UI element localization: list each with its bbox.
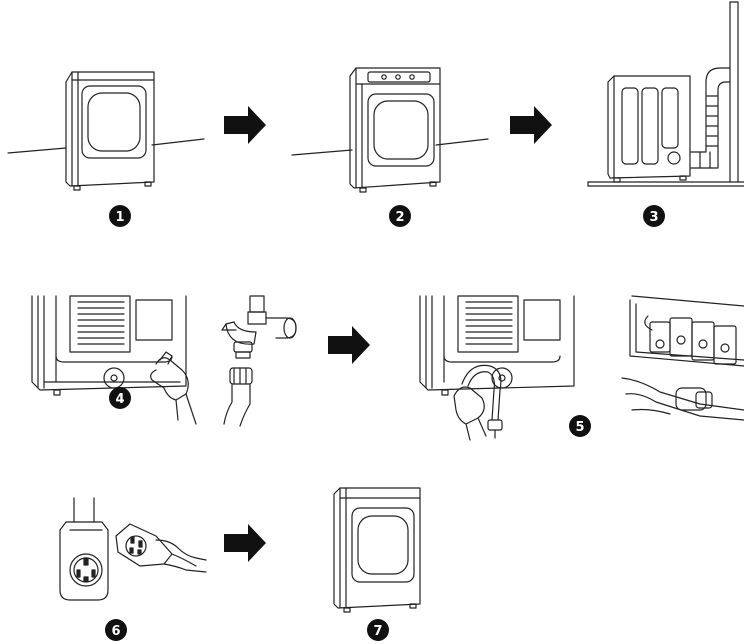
step-4-dryer-rear-illustration (31, 295, 197, 425)
step-4-faucet-hose-illustration (221, 295, 297, 427)
step-badge-1: 1 (109, 205, 131, 227)
step-badge-5: 5 (569, 415, 591, 437)
step-5-terminal-block-illustration (621, 295, 744, 421)
step-6-outlet-illustration (59, 497, 109, 601)
arrow-right-1 (224, 106, 266, 144)
arrow-right-3 (328, 326, 370, 364)
step-3-dryer-duct-illustration (587, 1, 744, 187)
step-badge-4: 4 (109, 387, 131, 409)
step-badge-7: 7 (367, 619, 389, 641)
step-6-plug-illustration (115, 523, 207, 573)
arrow-right-2 (510, 106, 552, 144)
step-badge-3: 3 (643, 205, 665, 227)
arrow-right-4 (224, 524, 266, 562)
step-badge-2: 2 (389, 205, 411, 227)
step-2-dryer-illustration (291, 67, 489, 193)
step-7-dryer-illustration (333, 487, 421, 613)
svg-text:7: 7 (373, 624, 382, 639)
svg-text:4: 4 (115, 392, 124, 407)
step-badge-6: 6 (105, 619, 127, 641)
step-1-dryer-illustration (7, 71, 205, 191)
svg-text:3: 3 (649, 210, 658, 225)
svg-text:6: 6 (111, 624, 120, 639)
svg-text:5: 5 (575, 420, 584, 435)
svg-text:2: 2 (395, 210, 404, 225)
step-5-dryer-rear-illustration (419, 295, 575, 441)
svg-text:1: 1 (115, 210, 124, 225)
